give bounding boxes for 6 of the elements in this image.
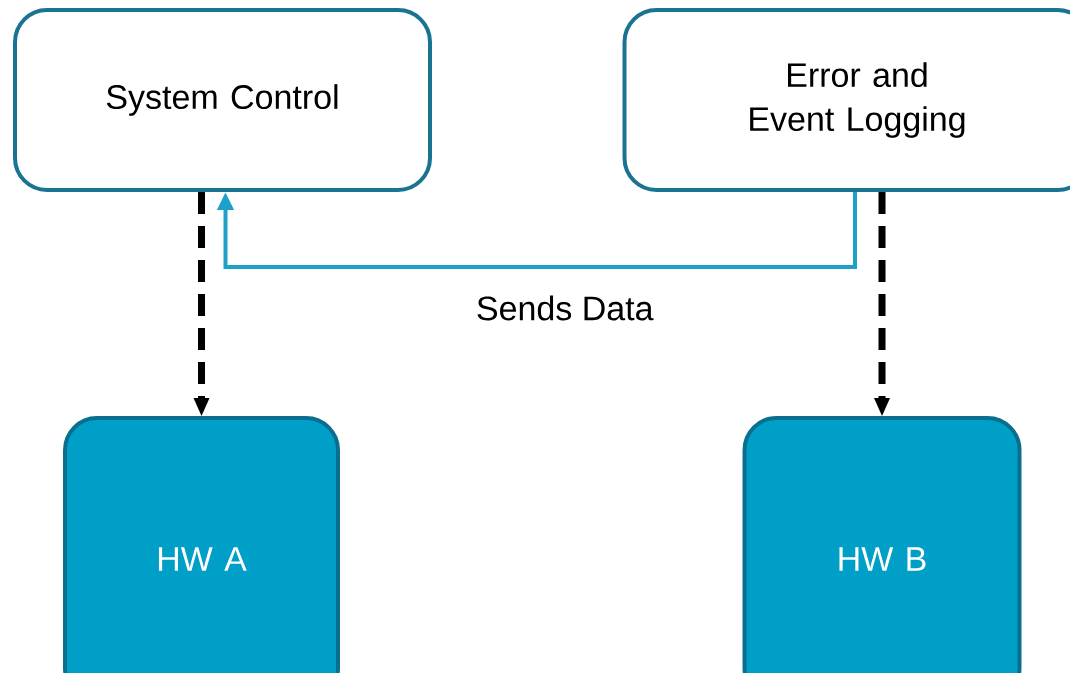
process-box: System Control [13, 8, 432, 192]
edge-label: Sends Data [477, 295, 654, 321]
hardware-box: HW B [742, 416, 1022, 673]
hardware-box: HW A [63, 416, 340, 673]
process-box: Error and Event Logging [622, 8, 1070, 192]
arrow [216, 192, 857, 269]
